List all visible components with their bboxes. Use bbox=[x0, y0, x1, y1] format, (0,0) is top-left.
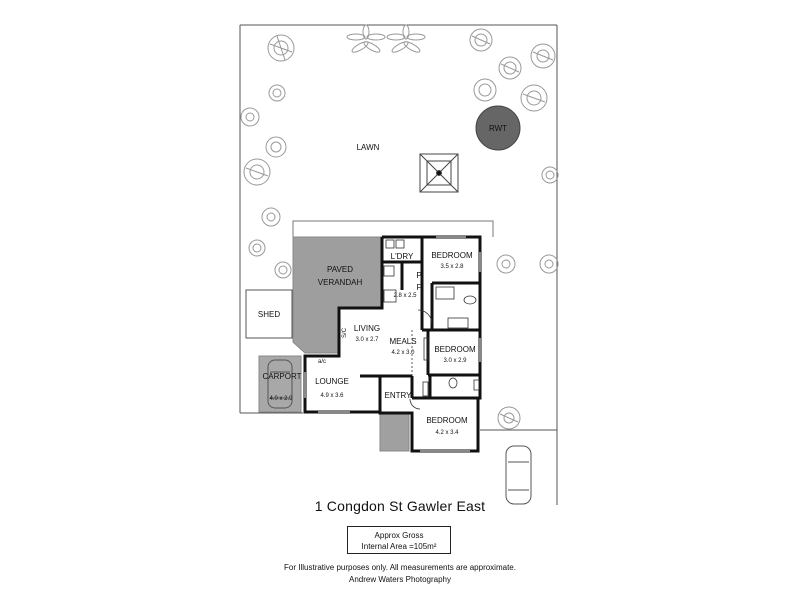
carport-label: CARPORT bbox=[263, 372, 302, 381]
lawn-label: LAWN bbox=[357, 143, 380, 152]
tree-icon bbox=[496, 254, 516, 274]
tree-icon bbox=[539, 254, 559, 274]
tree-icon bbox=[541, 166, 559, 184]
tree-icon bbox=[497, 406, 521, 430]
living-label: LIVING bbox=[354, 324, 380, 333]
palm-trees bbox=[346, 24, 426, 53]
rainwater-tank bbox=[475, 105, 521, 151]
gazebo bbox=[419, 153, 459, 193]
laundry-label: L'DRY bbox=[391, 252, 414, 261]
carport bbox=[258, 355, 302, 413]
entry-label: ENTRY bbox=[385, 391, 413, 400]
windows bbox=[304, 236, 481, 452]
tree-icon bbox=[469, 28, 493, 52]
tree-icon bbox=[274, 261, 292, 279]
tree-icon bbox=[267, 34, 295, 62]
meals-size: 4.2 x 3.0 bbox=[391, 350, 415, 356]
palm-icon bbox=[346, 24, 386, 53]
tree-icon bbox=[268, 84, 286, 102]
meals-label: MEALS bbox=[389, 337, 416, 346]
tree-icon bbox=[520, 84, 548, 112]
sc-label: S/C bbox=[342, 327, 348, 338]
car-icon bbox=[505, 445, 532, 505]
area-box: Approx Gross Internal Area =105m² bbox=[347, 526, 451, 554]
pantry-p-label: P bbox=[416, 271, 421, 280]
bedroom1-label: BEDROOM bbox=[431, 251, 473, 260]
bedroom1-size: 3.5 x 2.8 bbox=[440, 264, 464, 270]
area-value: Internal Area =105m² bbox=[361, 542, 437, 551]
shed bbox=[245, 289, 293, 339]
tree-icon bbox=[530, 43, 556, 69]
pantry-f-label: F bbox=[417, 283, 422, 292]
photographer-credit: Andrew Waters Photography bbox=[349, 575, 451, 584]
tree-icon bbox=[248, 239, 266, 257]
ac-label: a/c bbox=[318, 359, 326, 365]
area-label: Approx Gross bbox=[374, 531, 424, 540]
garden-trees bbox=[240, 28, 559, 430]
tree-icon bbox=[240, 107, 260, 127]
tree-icon bbox=[473, 78, 497, 102]
tree-icon bbox=[498, 56, 522, 80]
rwt-label: RWT bbox=[489, 124, 507, 133]
palm-icon bbox=[386, 24, 426, 53]
tree-icon bbox=[243, 158, 271, 186]
living-size: 3.0 x 2.7 bbox=[355, 337, 379, 343]
house-walls bbox=[303, 235, 482, 453]
roof-outline bbox=[292, 220, 494, 237]
bedroom3-label: BEDROOM bbox=[426, 416, 468, 425]
tree-icon bbox=[265, 136, 287, 158]
entry-porch bbox=[379, 412, 410, 452]
car-icon bbox=[267, 359, 293, 409]
property-boundary bbox=[239, 24, 558, 505]
bedroom2-label: BEDROOM bbox=[434, 345, 476, 354]
lounge-label: LOUNGE bbox=[315, 377, 349, 386]
verandah-label-2: VERANDAH bbox=[318, 278, 363, 287]
bedroom2-size: 3.0 x 2.9 bbox=[443, 358, 467, 364]
shed-label: SHED bbox=[258, 310, 280, 319]
bedroom3-size: 4.2 x 3.4 bbox=[435, 430, 459, 436]
carport-size: 4.0 x 2.9 bbox=[269, 396, 293, 402]
property-address: 1 Congdon St Gawler East bbox=[314, 498, 486, 514]
verandah-label-1: PAVED bbox=[327, 265, 353, 274]
disclaimer: For Illustrative purposes only. All meas… bbox=[284, 563, 516, 572]
lounge-size: 4.9 x 3.6 bbox=[320, 393, 344, 399]
tree-icon bbox=[261, 207, 281, 227]
fixtures bbox=[383, 239, 480, 410]
kitchen-size: 2.8 x 2.5 bbox=[393, 293, 417, 299]
